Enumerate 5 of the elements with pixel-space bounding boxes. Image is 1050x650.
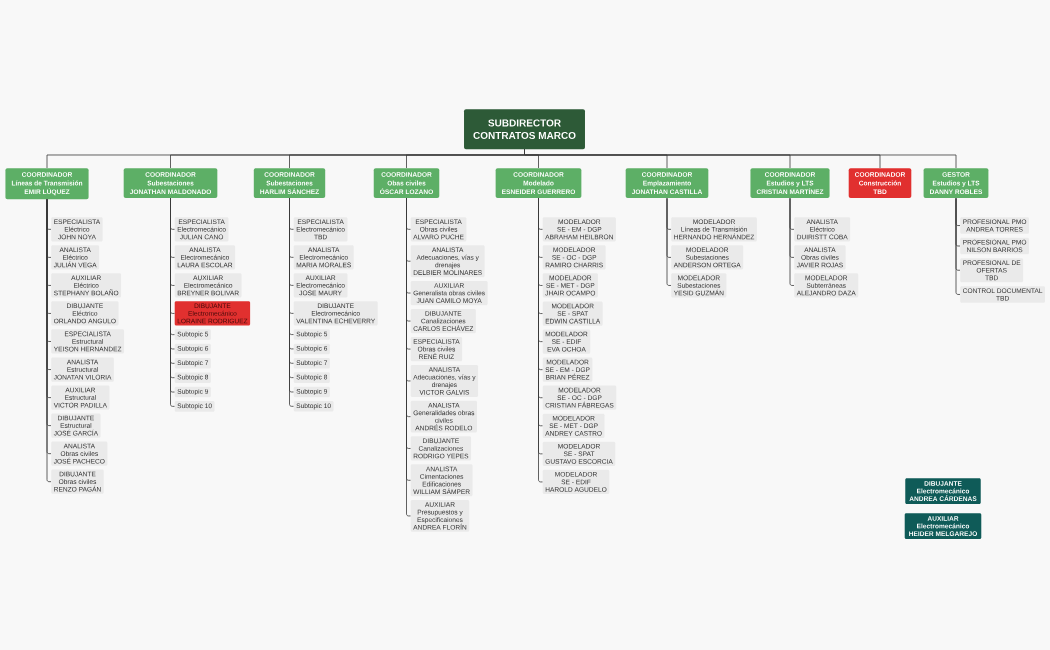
connector-line bbox=[955, 197, 961, 295]
connector-line bbox=[666, 197, 672, 286]
connector-line bbox=[789, 197, 795, 286]
connector-line bbox=[524, 149, 957, 169]
root-box: SUBDIRECTOR CONTRATOS MARCO bbox=[464, 109, 585, 150]
